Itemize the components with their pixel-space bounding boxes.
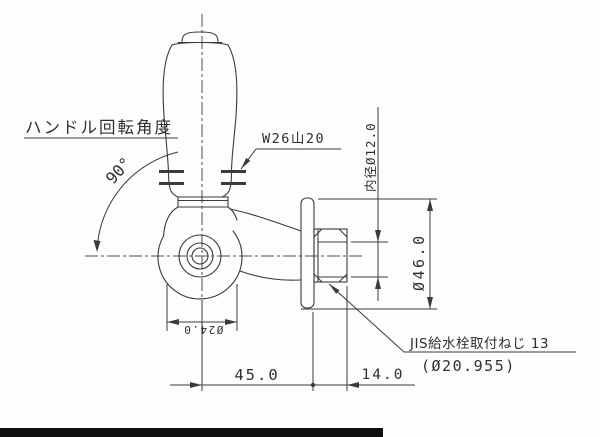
body-right-flare [227, 206, 238, 221]
body-boss-outer-circle [178, 234, 222, 278]
angle-arc-arrow [93, 240, 101, 252]
spout-bottom-edge [239, 270, 302, 281]
spout-top-edge [229, 208, 302, 232]
bonnet-band [177, 196, 229, 208]
dimension-arrows [93, 157, 433, 388]
outlet-dia-arrow-left [167, 319, 179, 325]
inner-diameter-label: 内径Ø12.0 [363, 122, 378, 192]
inner-dia-arrow-top [375, 230, 381, 242]
handle-right-edge [221, 44, 238, 198]
valve-body-circle [157, 230, 243, 300]
annotations: ハンドル回転角度 90° W26山20 内径Ø12.0 Ø46.0 Ø24.0 … [25, 118, 549, 384]
thread-chamfer-bottom-left [313, 273, 323, 283]
jis-leader [328, 283, 576, 353]
angle-arc [96, 151, 179, 251]
dim14-arrow [347, 382, 359, 388]
wall-flange [300, 197, 315, 309]
dim-chain-dot [310, 382, 316, 388]
jis-thread-label: JIS給水栓取付ねじ 13 [409, 336, 549, 352]
dim45-arrow [190, 382, 202, 388]
footer-bar [0, 428, 383, 437]
angle-label: 90° [102, 153, 135, 187]
flange-dia-arrow-top [427, 199, 433, 211]
handle-thread-label: W26山20 [262, 131, 325, 147]
handle-thread-ticks [159, 170, 246, 185]
body-boss-mid-circle [186, 242, 214, 270]
thread-chamfer-top-right [338, 228, 348, 238]
jis-leader-arrow [329, 284, 340, 294]
handle-rotation-label: ハンドル回転角度 [25, 118, 173, 137]
outlet-diameter-label: Ø24.0 [183, 323, 224, 336]
flange-diameter-label: Ø46.0 [410, 233, 428, 291]
inner-dia-arrow-bottom [375, 277, 381, 289]
dimension-lines [24, 107, 576, 391]
faucet-outline [157, 31, 348, 309]
centerlines [85, 14, 362, 302]
dim-45-label: 45.0 [234, 366, 279, 384]
handle-cap [181, 31, 219, 43]
body-left-flare [163, 206, 179, 237]
handle-top-edge [171, 41, 229, 46]
flange-dia-arrow-bottom [427, 297, 433, 309]
handle-thread-leader-arrow [241, 157, 251, 169]
dim-14-label: 14.0 [362, 367, 405, 383]
thread-block [313, 228, 348, 283]
jis-thread-dia-label: (Ø20.955) [421, 357, 516, 375]
thread-chamfer-bottom-right [338, 273, 348, 283]
thread-chamfer-top-left [313, 228, 323, 238]
outlet-dia-arrow-right [225, 319, 237, 325]
body-boss-inner-circle [191, 247, 209, 265]
